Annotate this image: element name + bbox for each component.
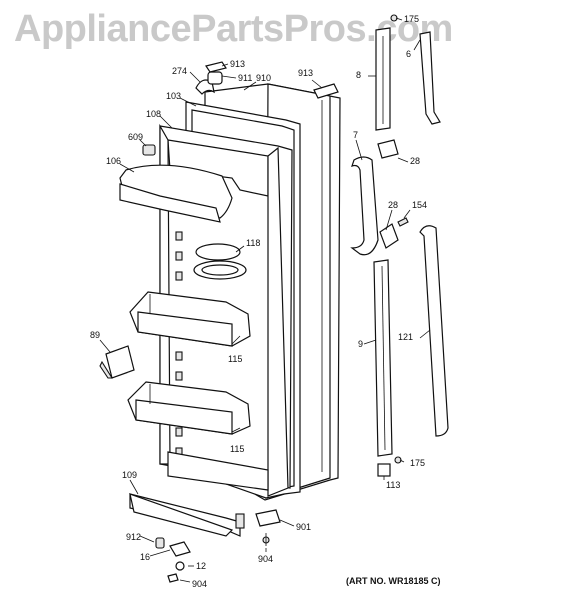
door-shelf-115-upper[interactable] [129, 291, 251, 347]
plug-912[interactable] [155, 537, 165, 549]
callout-175-top: 175 [404, 14, 419, 24]
callout-89: 89 [90, 330, 100, 340]
callout-6: 6 [406, 49, 411, 59]
callout-16: 16 [140, 552, 150, 562]
callout-154: 154 [412, 200, 427, 210]
stop-16[interactable] [169, 541, 191, 557]
hinge-28-upper[interactable] [377, 139, 399, 159]
dairy-compartment-106[interactable] [119, 164, 233, 223]
egg-tray-118[interactable] [193, 243, 247, 280]
handle-trim-8[interactable] [375, 27, 391, 131]
callout-904-mid: 904 [258, 554, 273, 564]
callout-913-right: 913 [298, 68, 313, 78]
callout-9: 9 [358, 339, 363, 349]
leader-lines [99, 17, 431, 583]
callout-12: 12 [196, 561, 206, 571]
callout-108: 108 [146, 109, 161, 119]
art-number-note: (ART NO. WR18185 C) [346, 576, 441, 586]
clip-609[interactable] [142, 144, 156, 156]
butter-bin-89[interactable] [99, 345, 135, 379]
callout-901: 901 [296, 522, 311, 532]
callout-175-lower: 175 [410, 458, 425, 468]
callout-113: 113 [386, 480, 400, 490]
callout-274: 274 [172, 66, 187, 76]
bottom-bin-109[interactable] [129, 493, 245, 537]
trim-strip-9[interactable] [373, 259, 393, 457]
callout-911: 911 [238, 73, 252, 83]
callout-103: 103 [166, 91, 181, 101]
callout-912: 912 [126, 532, 141, 542]
hinge-28-lower[interactable] [379, 223, 399, 249]
handle-insert-121[interactable] [419, 225, 449, 437]
screw-175-lower[interactable] [394, 456, 402, 464]
hinge-913-top[interactable] [205, 61, 227, 73]
callout-118: 118 [246, 238, 260, 248]
door-shelf-115-lower[interactable] [127, 381, 251, 435]
screw-12[interactable] [175, 561, 185, 571]
handle-7[interactable] [350, 156, 379, 256]
callout-904-lower: 904 [192, 579, 207, 589]
screw-154[interactable] [397, 217, 409, 227]
callout-106: 106 [106, 156, 121, 166]
callout-labels: 175 6 8 913 911 274 910 913 103 108 609 … [90, 14, 427, 589]
bracket-901[interactable] [255, 509, 281, 527]
shelf-clips [175, 231, 183, 457]
callout-28-upper: 28 [410, 156, 420, 166]
callout-609: 609 [128, 132, 143, 142]
bracket-113[interactable] [377, 463, 391, 477]
callout-28-lower: 28 [388, 200, 398, 210]
handle-cap-6[interactable] [419, 31, 441, 125]
callout-109: 109 [122, 470, 137, 480]
callout-910: 910 [256, 73, 271, 83]
hinge-bushing-911[interactable] [207, 71, 223, 85]
callout-115-lower: 115 [230, 444, 244, 454]
screw-904-mid[interactable] [262, 533, 270, 546]
callout-7: 7 [353, 130, 358, 140]
hinge-913-right[interactable] [313, 83, 339, 99]
callout-8: 8 [356, 70, 361, 80]
callout-121: 121 [398, 332, 413, 342]
callout-913-top: 913 [230, 59, 245, 69]
callout-115-upper: 115 [228, 354, 242, 364]
screw-904-lower[interactable] [167, 573, 179, 583]
